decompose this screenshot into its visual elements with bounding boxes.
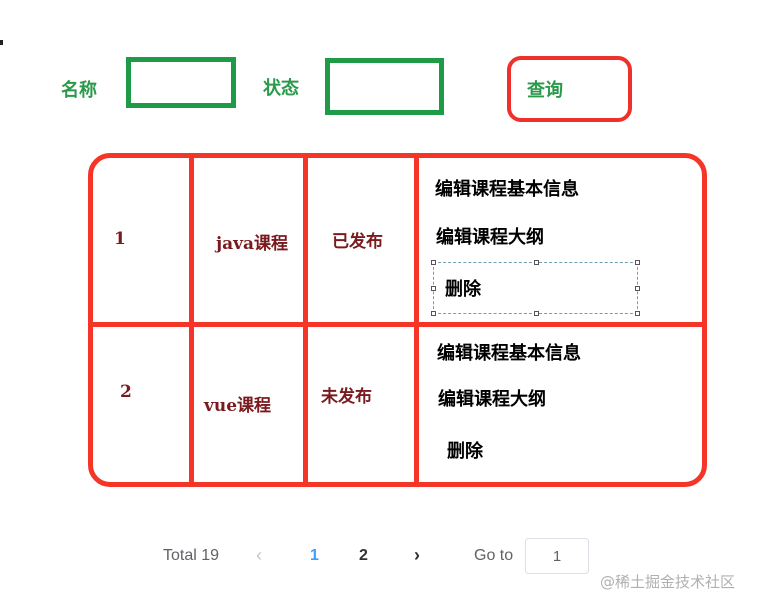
edit-outline-link[interactable]: 编辑课程大纲: [436, 227, 544, 248]
resize-handle[interactable]: [431, 286, 436, 291]
status-input[interactable]: [325, 58, 444, 115]
watermark: @稀土掘金技术社区: [600, 573, 736, 591]
column-divider: [414, 155, 419, 485]
course-status: 未发布: [321, 387, 372, 407]
course-table: [88, 153, 707, 487]
edit-outline-link[interactable]: 编辑课程大纲: [438, 389, 546, 410]
resize-handle[interactable]: [635, 311, 640, 316]
resize-handle[interactable]: [534, 260, 539, 265]
search-button-label: 查询: [527, 80, 563, 101]
total-count: Total 19: [163, 547, 220, 564]
selection-frame: [431, 260, 640, 316]
resize-handle[interactable]: [534, 311, 539, 316]
resize-handle[interactable]: [635, 260, 640, 265]
corner-mark: [0, 40, 3, 45]
delete-link[interactable]: 删除: [447, 441, 483, 462]
course-status: 已发布: [332, 232, 383, 252]
column-divider: [189, 155, 194, 485]
row-index: 1: [114, 229, 126, 249]
goto-page-input[interactable]: [525, 538, 589, 574]
goto-label: Go to: [474, 547, 514, 564]
row-index: 2: [120, 382, 132, 402]
name-input[interactable]: [126, 57, 236, 108]
chevron-left-icon[interactable]: ‹: [256, 545, 262, 565]
resize-handle[interactable]: [431, 311, 436, 316]
column-divider: [303, 155, 308, 485]
course-name: vue课程: [204, 396, 272, 416]
course-name: java课程: [216, 234, 289, 254]
page-2-button[interactable]: 2: [359, 547, 368, 564]
resize-handle[interactable]: [431, 260, 436, 265]
status-label: 状态: [263, 78, 299, 99]
chevron-right-icon[interactable]: ›: [414, 545, 420, 565]
delete-link[interactable]: 删除: [445, 279, 481, 300]
row-divider: [90, 322, 705, 327]
search-button[interactable]: 查询: [507, 56, 632, 122]
edit-basic-info-link[interactable]: 编辑课程基本信息: [437, 343, 581, 364]
edit-basic-info-link[interactable]: 编辑课程基本信息: [435, 179, 579, 200]
resize-handle[interactable]: [635, 286, 640, 291]
name-label: 名称: [61, 80, 97, 101]
page-1-button[interactable]: 1: [310, 547, 319, 564]
